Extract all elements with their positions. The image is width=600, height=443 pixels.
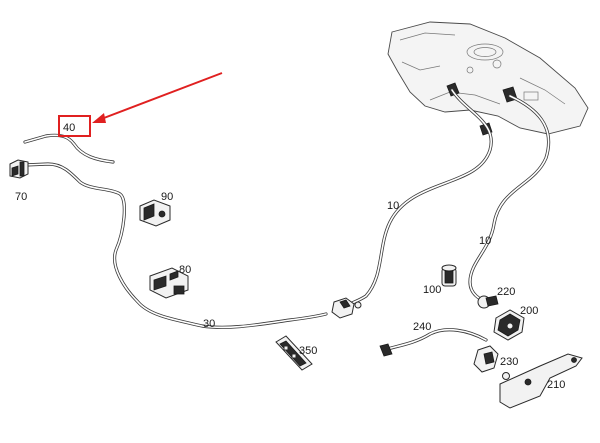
part-labels: 40 70 90 80 30 350 10 10 100 220 200 240…	[15, 122, 565, 391]
pipe-40	[23, 133, 115, 164]
pipe-30	[23, 162, 328, 329]
label-70: 70	[15, 191, 27, 203]
part-350	[275, 335, 313, 371]
inline-connector	[331, 297, 362, 319]
label-220: 220	[497, 286, 515, 298]
part-80	[149, 267, 189, 299]
part-70	[9, 159, 29, 179]
part-210	[499, 353, 583, 409]
highlight-arrowhead	[92, 113, 106, 123]
label-230: 230	[500, 356, 518, 368]
highlight-arrow	[95, 72, 223, 122]
part-100	[441, 264, 457, 287]
highlight-box	[58, 115, 91, 137]
part-90	[139, 199, 171, 227]
label-80: 80	[179, 264, 191, 276]
part-240	[379, 328, 488, 357]
part-200	[493, 309, 525, 341]
highlight-marker	[58, 72, 223, 137]
label-240: 240	[413, 321, 431, 333]
label-350: 350	[299, 345, 317, 357]
label-200: 200	[520, 305, 538, 317]
label-10-upper: 10	[387, 200, 399, 212]
pipe-10-upper	[348, 88, 493, 306]
label-30: 30	[203, 318, 215, 330]
label-100: 100	[423, 284, 441, 296]
part-220	[477, 295, 499, 309]
pipe-10-right	[468, 94, 551, 304]
label-40: 40	[63, 122, 75, 134]
label-210: 210	[547, 379, 565, 391]
label-10-right: 10	[479, 235, 491, 247]
fuel-tank	[387, 21, 589, 136]
label-90: 90	[161, 191, 173, 203]
part-230	[473, 345, 510, 380]
